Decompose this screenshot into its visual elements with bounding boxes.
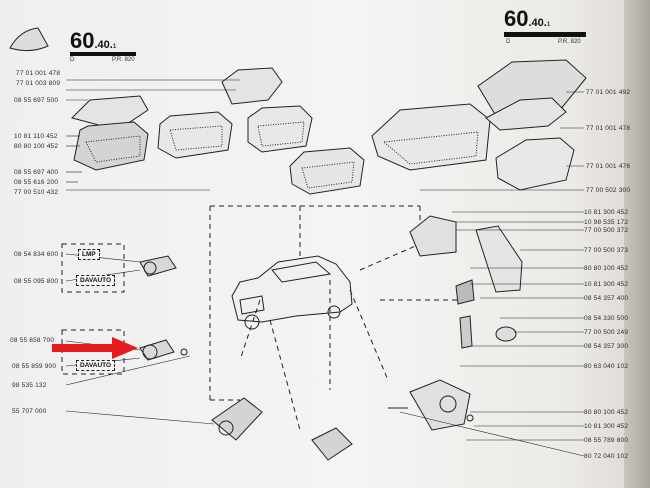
part-number: 77 01 001 478 bbox=[16, 70, 61, 77]
part-number: 77 00 500 373 bbox=[584, 247, 629, 254]
part-number: 08 55 789 800 bbox=[584, 437, 629, 444]
red-arrow-icon bbox=[52, 337, 138, 359]
part-number: 77 01 001 476 bbox=[586, 163, 631, 170]
part-number: 08 54 330 500 bbox=[584, 315, 629, 322]
lmp-label: LMP bbox=[78, 249, 100, 260]
part-number: 10 81 110 452 bbox=[14, 133, 58, 140]
part-number: 08 55 616 200 bbox=[14, 179, 59, 186]
header-left-code: D bbox=[70, 57, 75, 63]
part-number: 10 81 300 452 bbox=[584, 423, 629, 430]
part-number: 80 72 040 102 bbox=[584, 453, 629, 460]
part-number: 80 80 100 452 bbox=[584, 409, 629, 416]
header-right-rule bbox=[504, 32, 586, 37]
part-number: 08 55 697 400 bbox=[14, 169, 59, 176]
part-number: 08 55 697 500 bbox=[14, 97, 59, 104]
header-right-code: D bbox=[506, 39, 511, 45]
part-number: 77 01 003 809 bbox=[16, 80, 61, 87]
page-edge bbox=[624, 0, 650, 488]
header-left-pr: P.R. 820 bbox=[112, 57, 135, 63]
part-number: 80 80 100 452 bbox=[14, 143, 59, 150]
part-number: 77 01 001 492 bbox=[586, 89, 631, 96]
part-number: 08 54 834 600 bbox=[14, 251, 59, 258]
davauto-label: DAVAUTO bbox=[76, 275, 116, 286]
part-number: 08 55 859 900 bbox=[12, 363, 57, 370]
part-number: 10 98 535 172 bbox=[584, 219, 629, 226]
part-number: 10 81 300 452 bbox=[584, 209, 629, 216]
header-left-number: 60.40.1 bbox=[70, 28, 117, 53]
header-left-rule bbox=[70, 52, 136, 56]
davauto-label: DAVAUTO bbox=[76, 360, 116, 371]
part-number: 98 535 132 bbox=[12, 382, 47, 389]
part-number: 77 00 502 300 bbox=[586, 187, 631, 194]
part-number: 10 81 300 452 bbox=[584, 281, 629, 288]
part-number: 08 54 357 400 bbox=[584, 295, 629, 302]
part-number: 08 55 095 800 bbox=[14, 278, 59, 285]
header-right-number: 60.40.1 bbox=[504, 6, 551, 31]
part-number: 77 00 500 372 bbox=[584, 227, 629, 234]
part-number: 80 80 100 452 bbox=[584, 265, 629, 272]
part-number: 77 00 500 249 bbox=[584, 329, 629, 336]
part-number: 80 63 040 102 bbox=[584, 363, 629, 370]
part-number: 08 55 858 700 bbox=[10, 337, 55, 344]
part-number: 77 00 510 432 bbox=[14, 189, 59, 196]
part-number: 08 54 357 300 bbox=[584, 343, 629, 350]
header-right-pr: P.R. 820 bbox=[558, 39, 581, 45]
part-number: 77 01 001 478 bbox=[586, 125, 631, 132]
part-number: 55 707 000 bbox=[12, 408, 47, 415]
